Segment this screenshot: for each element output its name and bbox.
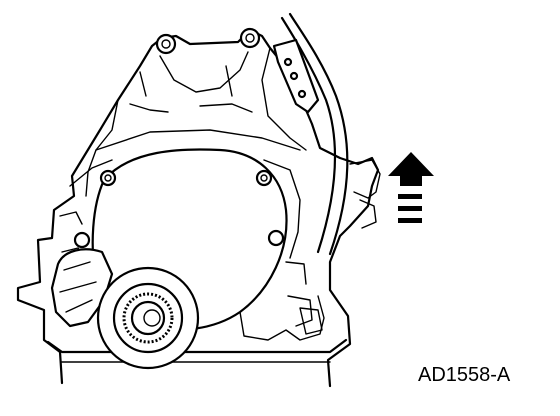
bracket-bolt-3 <box>297 89 307 99</box>
bracket-bolt-1 <box>283 57 293 67</box>
pump-housing-detail <box>59 261 97 313</box>
hatch-bar-3 <box>398 218 422 223</box>
bellhousing-rib-center <box>159 51 249 93</box>
input-shaft-inner <box>130 300 166 336</box>
converter-flange <box>69 159 301 259</box>
top-right-bolt-boss <box>239 27 261 49</box>
figure-caption: AD1558-A <box>418 364 511 386</box>
right-side-fitting-lower <box>359 199 377 229</box>
bellhousing-inner-2 <box>139 65 233 97</box>
converter-bolt-lower-left <box>73 231 91 249</box>
input-shaft-splines <box>122 292 174 344</box>
converter-bolt-right-hole <box>260 174 268 182</box>
converter-bolt-lower-right <box>267 229 285 247</box>
direction-arrow-icon <box>388 152 434 186</box>
bracket-bolt-2 <box>289 71 299 81</box>
flange-tabs <box>59 211 313 327</box>
oil-pan-outline <box>46 338 348 354</box>
top-left-bolt-boss <box>155 33 177 55</box>
hatch-bar-2 <box>398 206 422 211</box>
lower-right-housing <box>239 295 325 341</box>
input-shaft-center <box>143 309 161 327</box>
top-left-bolt-hole <box>161 39 171 49</box>
top-right-bolt-hole <box>245 33 255 43</box>
bellhousing-rib-right <box>261 47 307 151</box>
converter-bolt-right <box>255 169 273 187</box>
bellhousing-flange <box>95 129 301 151</box>
lower-right-bracket <box>299 307 323 335</box>
right-side-fitting <box>349 159 381 199</box>
dipstick-tube <box>288 12 349 256</box>
converter-bolt-left <box>99 169 117 187</box>
converter-bolt-left-hole <box>104 174 112 182</box>
hatch-bar-1 <box>398 194 422 199</box>
bellhousing-inner-1 <box>129 103 253 113</box>
